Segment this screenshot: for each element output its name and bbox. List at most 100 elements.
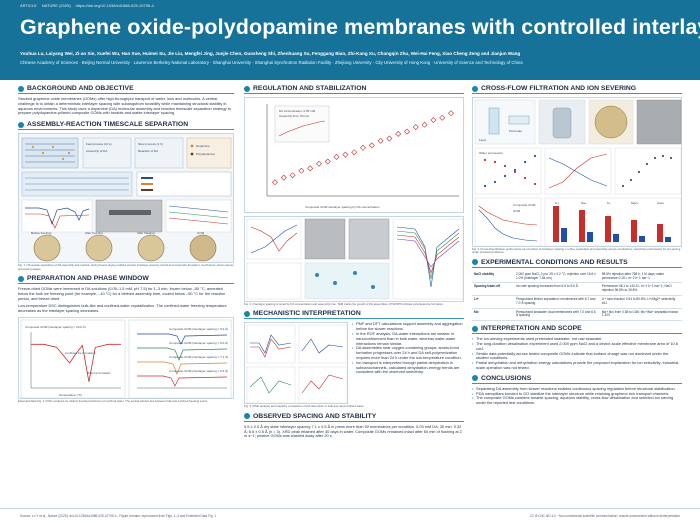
citation-kind: ARTICLE: [20, 3, 37, 8]
scatter-point: [430, 117, 437, 124]
dsc-charts: Composite GOM (interlayer spacing = 10.0…: [20, 319, 232, 399]
figure-2-caption: Fig. 2 | Interlayer spacing is tuned by …: [244, 302, 444, 306]
conclusion-bullet: Separating DA assembly from slower react…: [472, 386, 682, 392]
column-right: CROSS-FLOW FILTRATION AND ION SEVERING F…: [468, 80, 700, 508]
pmf-curve-5: [301, 375, 344, 394]
device-body: [552, 107, 572, 139]
section-title: CONCLUSIONS: [481, 374, 532, 382]
bar-label-li: Li+: [555, 201, 559, 205]
scatter-point: [360, 144, 366, 151]
reg-chart-title: Composite GOM interlayer spacing by DA c…: [305, 205, 380, 209]
panel-d-points-blue: [483, 154, 537, 188]
bar-label-ca: Ca2+: [657, 201, 665, 205]
inset-subtitle: Assembly time: 60 min: [279, 114, 310, 118]
section-dot-icon: [244, 413, 250, 420]
process-legend-marks: [141, 177, 153, 192]
panel-e-line-2: [548, 157, 608, 187]
stack-layer-lines: [25, 143, 75, 163]
citation-line: ARTICLE NATURE (2025) https://doi.org/10…: [20, 3, 680, 8]
figure-1-schematic: Fast process (10 s) Assembly of DA Slow …: [21, 137, 232, 262]
dsc-inset-plot: [21, 199, 93, 233]
label-confined-ice: Confined ice formation: [65, 351, 95, 355]
section-dot-icon: [18, 275, 24, 282]
section-crossflow-heading: CROSS-FLOW FILTRATION AND ION SEVERING: [472, 85, 682, 94]
scatter-point: [324, 158, 331, 165]
table-cell: 2,000 ppm NaCl, 0 psi, 25 ± 0.2 °C; reje…: [514, 270, 600, 284]
section-dot-icon: [472, 375, 478, 382]
membrane-cell-icon: [508, 115, 530, 125]
bar-label-mg: Mg2+: [631, 201, 639, 205]
pmf-curve-1: [250, 334, 292, 355]
label-slow-process: Slow process (1 h): [138, 142, 163, 146]
section-regulation-heading: REGULATION AND STABILIZATION: [244, 85, 464, 94]
label-bulk-ice: Bulk ice formation: [87, 371, 111, 375]
tem-image-1: [304, 218, 346, 260]
sem-surface-image: [636, 99, 682, 145]
inset-title: DA concentration: 0.05 mM: [279, 109, 316, 113]
reaction-panel: [134, 137, 184, 169]
extended-data-figure-1: Composite GOM (interlayer spacing = 10.0…: [18, 316, 234, 399]
dish-label-2: After freezing: [85, 231, 103, 235]
panel-f-molecules: [315, 271, 375, 289]
pmf-curve-4: [249, 376, 292, 394]
citation-doi[interactable]: https://doi.org/10.1038/s41586-025-10795…: [75, 3, 154, 8]
figure-4: Feed Permeate Water permeance: [472, 97, 682, 247]
membrane-dish-1: [33, 234, 61, 262]
scatter-point: [333, 153, 340, 160]
assembly-panel: [82, 137, 132, 169]
mechanistic-bullet: PMF and DFT calculations support assembl…: [352, 322, 464, 332]
figure-1-caption: Fig. 1 | Timescale separation of DA asse…: [18, 263, 234, 271]
table-cell: 98.6% rejection after 768 h; 1 M days; w…: [599, 270, 682, 284]
section-experimental-heading: EXPERIMENTAL CONDITIONS AND RESULTS: [472, 259, 682, 268]
column-left: BACKGROUND AND OBJECTIVE Stacked graphen…: [0, 80, 240, 508]
scatter-point: [342, 151, 349, 158]
pmf-plot-1: [246, 325, 296, 364]
pmf-figure: [244, 322, 348, 405]
scatter-point: [404, 128, 410, 135]
feed-tank-icon: [488, 107, 500, 135]
section-conclusions-heading: CONCLUSIONS: [472, 375, 682, 384]
reg-inset: [274, 105, 330, 143]
mechanistic-bullet: Ion transport is interpreted through par…: [352, 360, 464, 375]
extended-figure-caption: Extended Data Fig. 1 | DSC evidence for …: [18, 398, 209, 403]
dsc-b-legend-2: Composite GOM (interlayer spacing = 8.0 …: [169, 340, 228, 345]
scatter-point: [448, 110, 454, 117]
scatter-point: [421, 121, 428, 128]
regulation-subpanels: [246, 218, 464, 300]
scatter-point: [368, 142, 375, 149]
crossflow-panels: Feed Permeate Water permeance: [474, 99, 682, 247]
scatter-point: [316, 160, 322, 167]
panel-b-plot: [246, 218, 302, 260]
poster-footer: Source: Lu Y et al., Nature (2025); doi:…: [0, 508, 700, 524]
tem-image-2: [348, 218, 390, 260]
section-title: MECHANISTIC INTERPRETATION: [253, 310, 361, 318]
poster-title: Graphene oxide-polydopamine membranes wi…: [20, 15, 700, 39]
dish-label-4: GOM: [197, 231, 205, 235]
pmf-curve-3: [301, 338, 344, 354]
panel-g-plot: [474, 197, 542, 247]
panel-d-points-red: [483, 158, 537, 186]
dsc-b-curves: [137, 333, 228, 387]
label-fast-process: Fast process (10 s): [86, 142, 112, 146]
section-dot-icon: [18, 85, 24, 92]
section-title: CROSS-FLOW FILTRATION AND ION SEVERING: [481, 85, 637, 92]
scatter-point: [289, 172, 296, 179]
preparation-text-1: Freeze-dried GOMs were immersed in DA so…: [18, 286, 226, 301]
mechanistic-bullets: PMF and DFT calculations support assembl…: [352, 322, 464, 404]
citation-journal: NATURE (2025): [41, 3, 71, 8]
polydopamine-legend-icon: [190, 152, 194, 156]
label-permeate: Permeate: [509, 129, 522, 133]
legend-dopamine: Dopamine: [196, 144, 210, 148]
interpretation-bullets: The ion-sieving experiments used pretrea…: [472, 336, 682, 371]
section-interpretation-heading: INTERPRETATION AND SCOPE: [472, 325, 682, 335]
spacing-inset-lines: [168, 205, 229, 225]
section-dot-icon: [472, 85, 478, 92]
membrane-dish-2: [85, 234, 113, 262]
dsc-panel-b: [128, 319, 232, 399]
table-row: Li+ Pressurized lithium separation; memb…: [472, 295, 682, 309]
bar-label-k: K+: [607, 201, 611, 205]
pmf-curve-2: [250, 338, 292, 359]
panel-e-line: [548, 153, 608, 189]
scatter-point: [386, 135, 393, 142]
dsc-a-xlabel: Temperature (°C): [59, 393, 82, 397]
